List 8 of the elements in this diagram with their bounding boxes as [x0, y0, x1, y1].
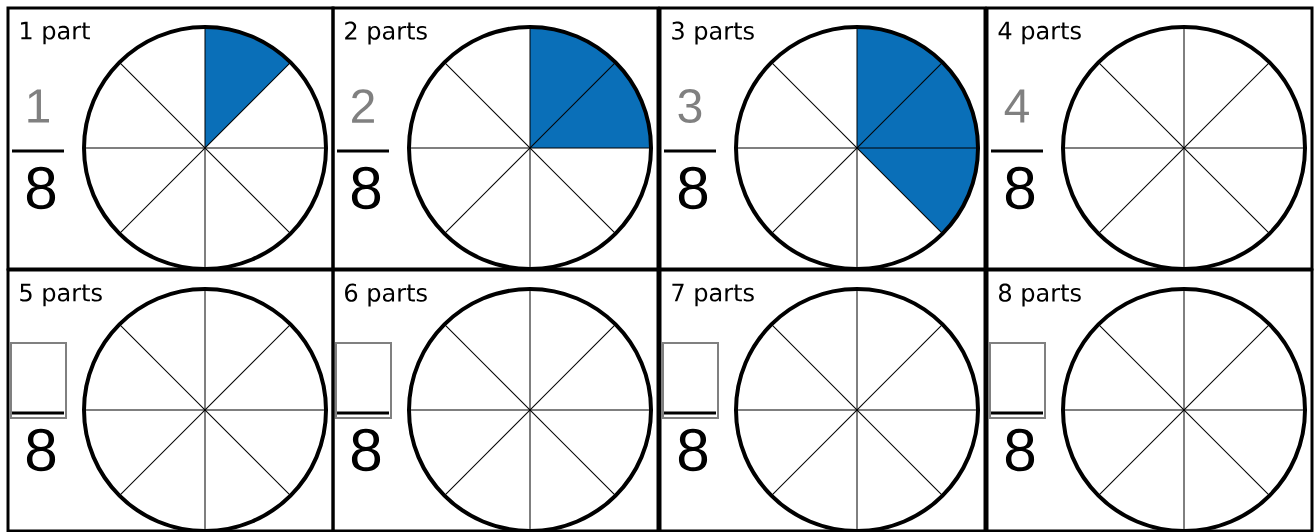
worksheet-cell: 1 part 8 1: [6, 6, 335, 271]
worksheet-cell: 3 parts 8 3: [658, 6, 987, 271]
worksheet-cell: 2 parts 8 2: [331, 6, 660, 271]
worksheet-cell: 5 parts 8: [6, 268, 335, 532]
worksheet-cell: 4 parts 8 4: [985, 6, 1314, 271]
worksheet-cell: 7 parts 8: [658, 268, 987, 532]
worksheet-cell: 8 parts 8: [985, 268, 1314, 532]
worksheet-cell: 6 parts 8: [331, 268, 660, 532]
